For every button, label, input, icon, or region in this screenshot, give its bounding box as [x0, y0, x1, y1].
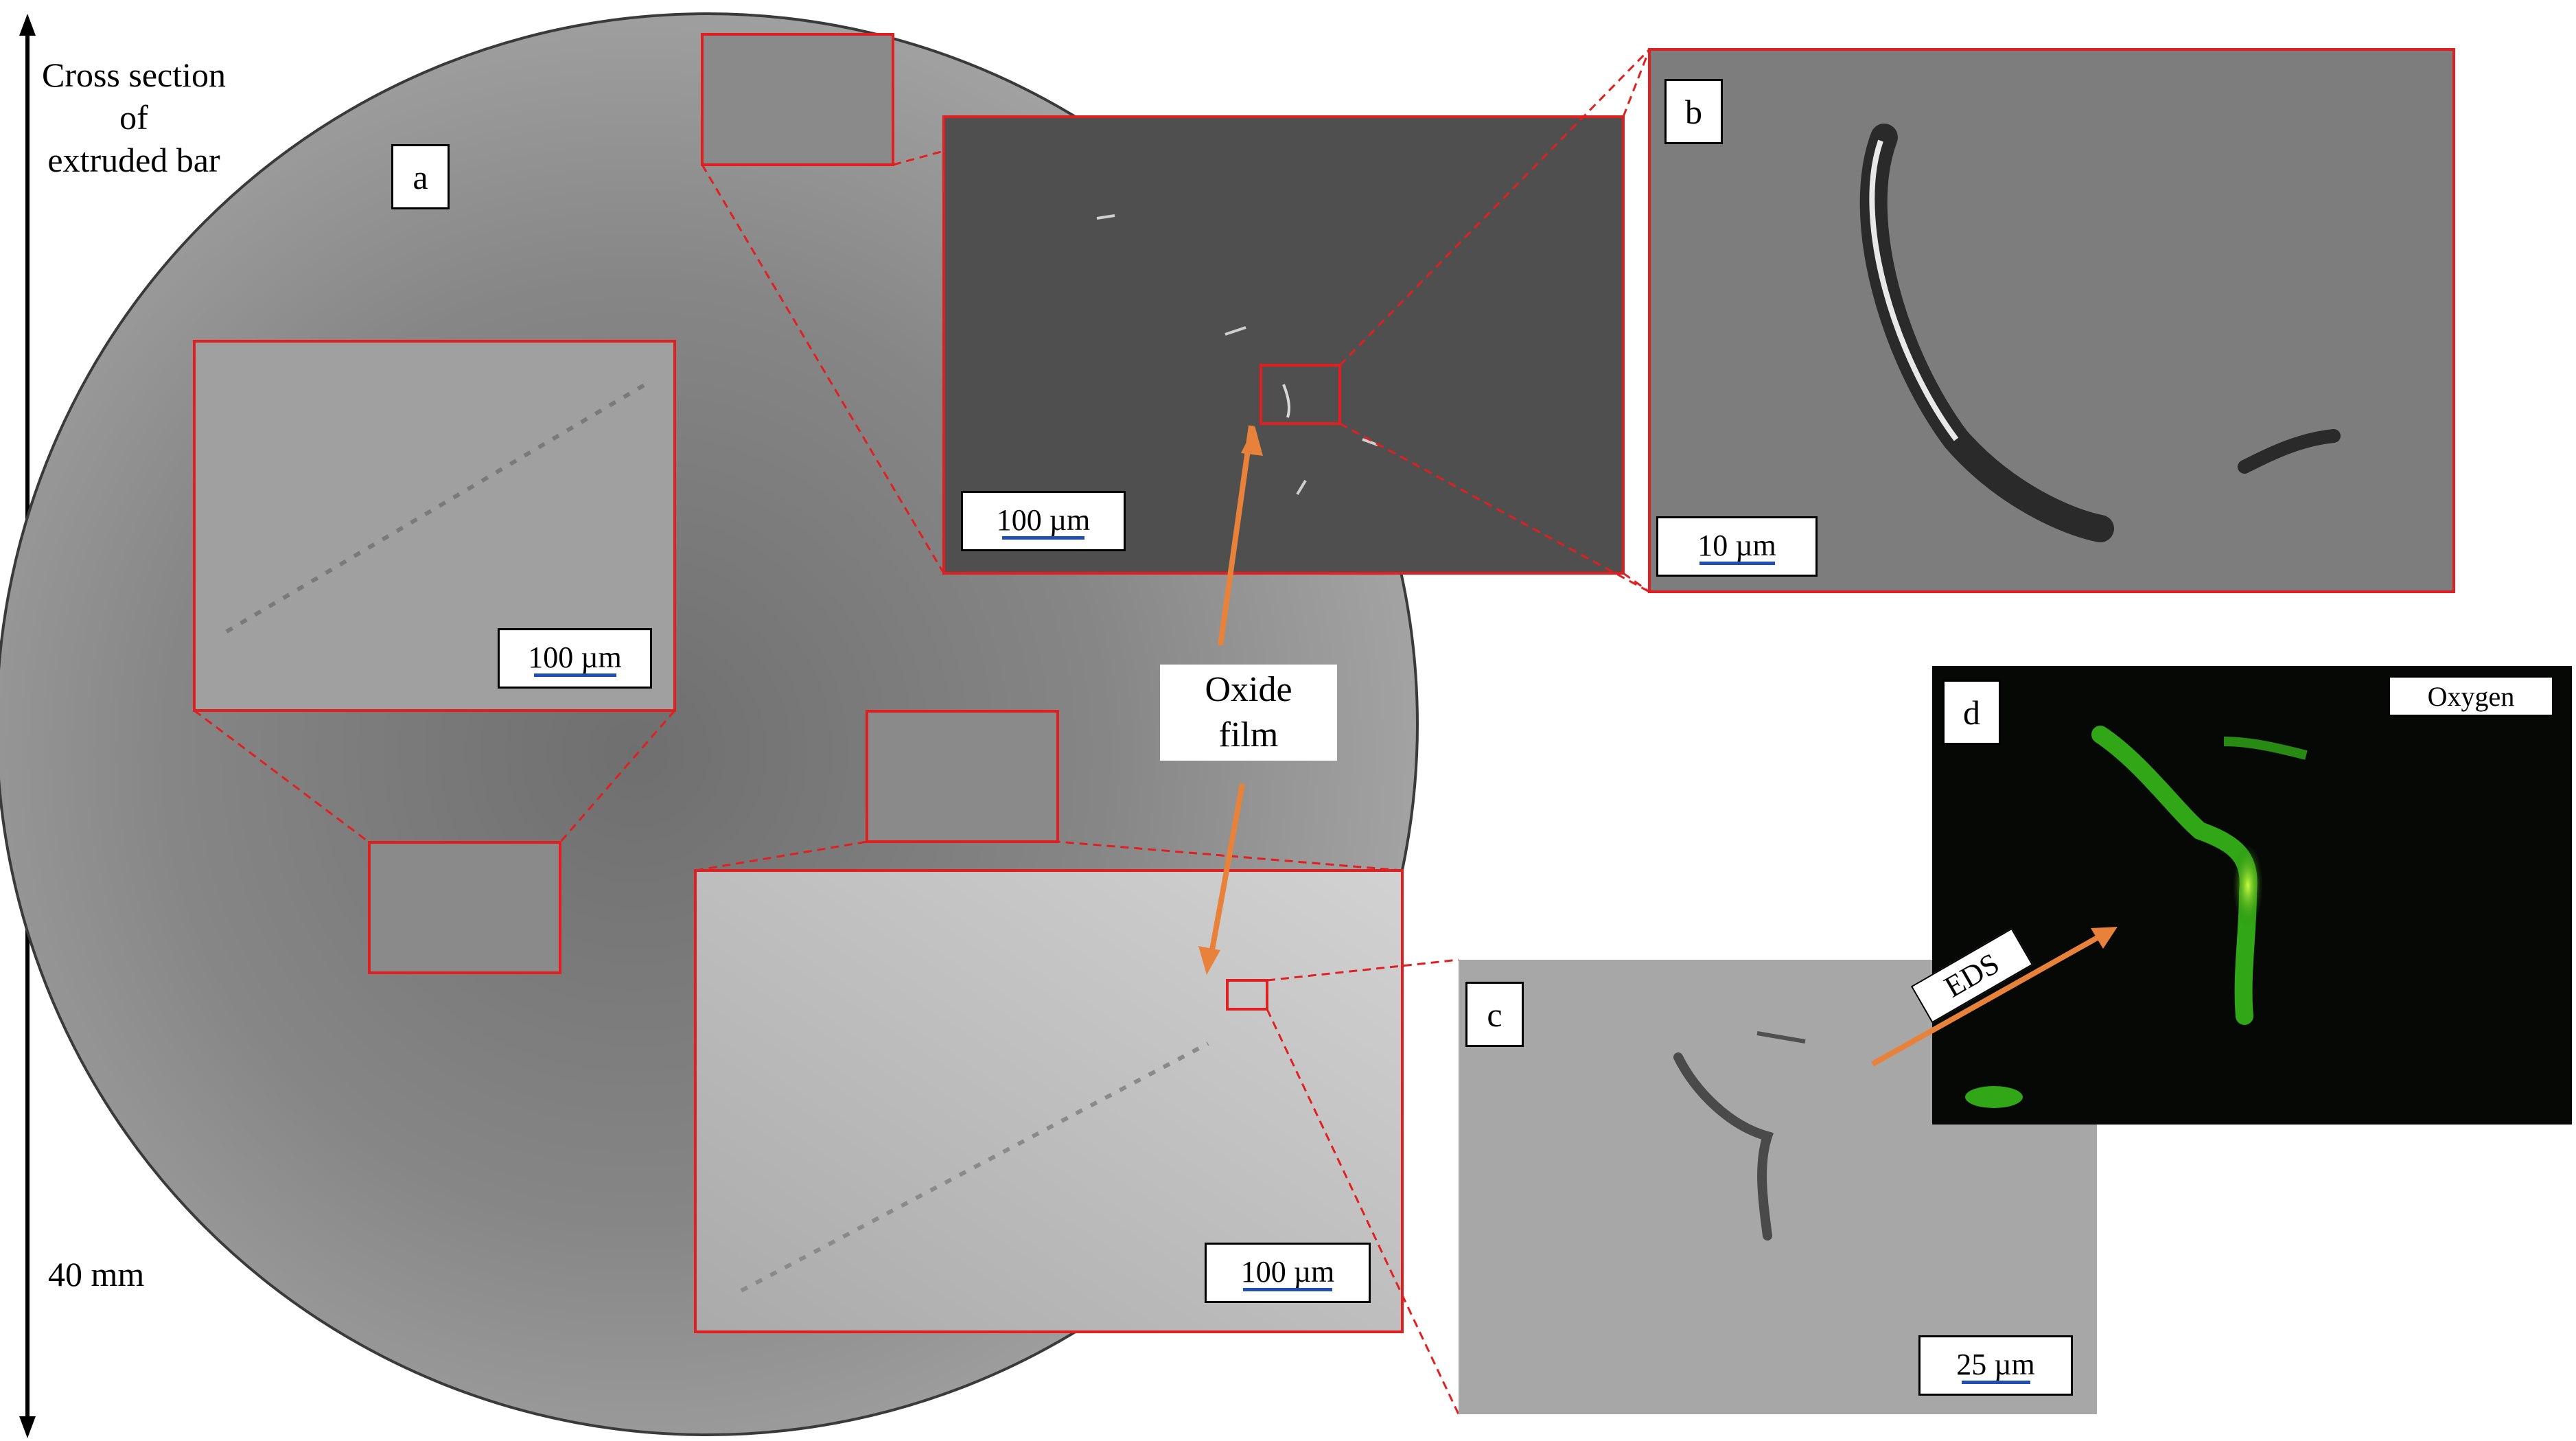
region-box-top — [701, 33, 894, 166]
oxide-film-callout: Oxide film — [1160, 665, 1337, 761]
axis-length: 40 mm — [48, 1255, 145, 1293]
oxide-film-line1: Oxide — [1205, 670, 1292, 709]
scale-text-panel-b: 10 µm — [1697, 529, 1776, 562]
scale-bar-inset-bottom — [1243, 1288, 1332, 1291]
eds-arrow — [1871, 927, 2112, 1067]
oxide-film-line2: film — [1218, 715, 1279, 754]
dimension-arrowhead-top — [19, 14, 36, 36]
scale-bar-inset-top — [1002, 536, 1084, 540]
axis-title: Cross section of extruded bar — [41, 54, 227, 181]
scale-box-inset-left: 100 µm — [498, 628, 652, 689]
inset-bottom-oxide-trace — [740, 1041, 1209, 1293]
panel-label-d: d — [1942, 680, 2001, 745]
panel-c-oxide-film — [1673, 1052, 1774, 1241]
inset-bottom-zoom-box — [1226, 979, 1268, 1011]
region-box-left — [368, 841, 561, 974]
axis-title-line1: Cross section of — [41, 56, 227, 137]
panel-label-c: c — [1465, 982, 1524, 1047]
panel-label-b: b — [1664, 79, 1723, 144]
region-box-center — [866, 710, 1059, 843]
scale-box-inset-bottom: 100 µm — [1205, 1243, 1371, 1303]
scale-text-inset-top: 100 µm — [996, 503, 1091, 537]
scale-box-panel-c: 25 µm — [1918, 1335, 2073, 1396]
eds-element-label: Oxygen — [2389, 676, 2553, 716]
inset-top-zoom-box — [1260, 364, 1341, 425]
oxide-arrow-up — [1218, 425, 1254, 646]
scale-bar-panel-c — [1961, 1381, 2030, 1384]
scale-box-panel-b: 10 µm — [1656, 516, 1818, 577]
dimension-arrowhead-bottom — [19, 1416, 36, 1438]
oxide-arrow-down — [1207, 783, 1245, 962]
scale-bar-inset-left — [533, 673, 616, 677]
axis-title-line2: extruded bar — [47, 141, 220, 179]
panel-label-a: a — [391, 144, 450, 209]
scale-text-inset-left: 100 µm — [528, 641, 622, 674]
scale-text-inset-bottom: 100 µm — [1240, 1255, 1335, 1289]
scale-bar-panel-b — [1699, 562, 1775, 565]
scale-box-inset-top: 100 µm — [961, 491, 1126, 551]
scale-text-panel-c: 25 µm — [1956, 1348, 2035, 1381]
